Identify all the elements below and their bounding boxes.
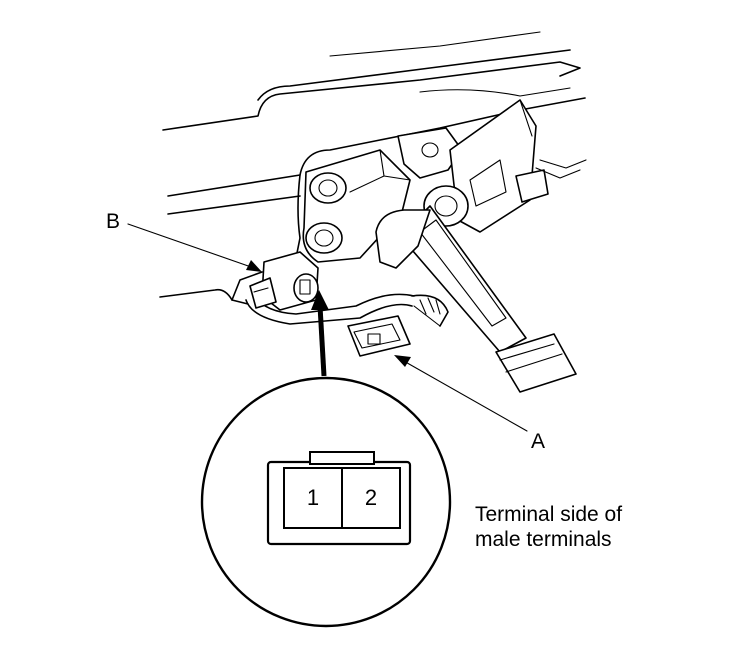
- pedal-bracket: [302, 127, 463, 263]
- pedal-switch-b: [249, 251, 319, 311]
- terminal-pin-2-label: 2: [365, 485, 377, 510]
- caption-line-1: Terminal side of: [475, 503, 623, 526]
- leader-a: [394, 355, 528, 432]
- pedal-arm: [375, 205, 527, 353]
- terminal-cavity-1: [283, 467, 343, 529]
- terminal-cavity-2: [341, 467, 401, 529]
- callout-a-label: A: [531, 430, 546, 453]
- terminal-detail-circle: 1 2: [200, 376, 452, 628]
- leader-b: [127, 223, 262, 272]
- pedal-pad: [495, 333, 577, 393]
- terminal-pin-1-label: 1: [307, 485, 319, 510]
- connector-lock-tab: [309, 451, 375, 465]
- callout-b-label: B: [106, 210, 121, 233]
- detail-pointer-arrow: [311, 290, 329, 377]
- connector-a: [347, 315, 411, 357]
- caption-line-2: male terminals: [475, 528, 612, 551]
